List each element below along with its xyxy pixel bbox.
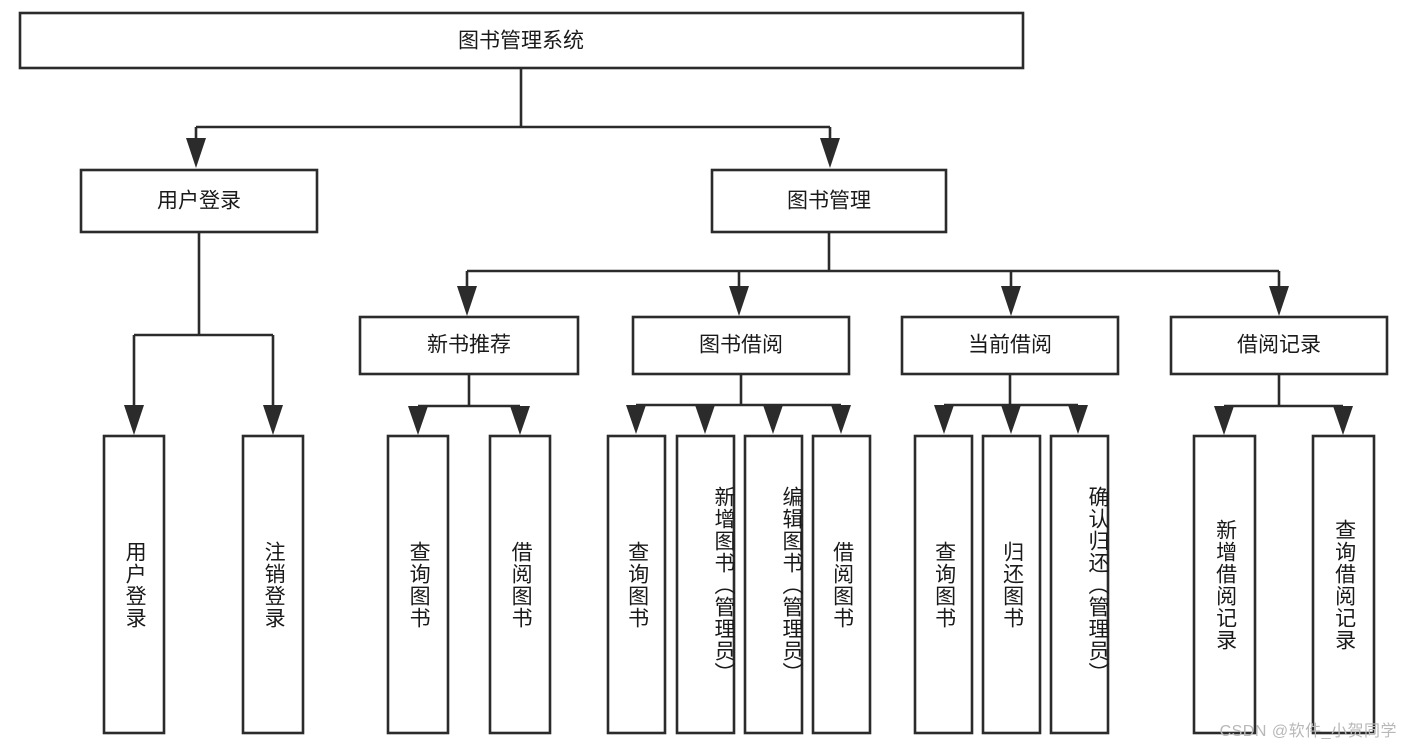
arrowhead-user-login <box>186 138 206 168</box>
node-new-book-recommend-label: 新书推荐 <box>427 334 511 357</box>
node-current-borrow-label: 当前借阅 <box>968 334 1052 357</box>
node-leaf-logout-box[interactable] <box>241 434 305 735</box>
arrowhead-leaf-add-record <box>1214 406 1234 435</box>
arrowhead-leaf-borrow-book-1 <box>510 406 530 435</box>
node-borrow-record-box[interactable] <box>1169 315 1389 376</box>
node-leaf-user-login-box[interactable] <box>102 434 166 735</box>
node-borrow-record-label: 借阅记录 <box>1237 334 1321 357</box>
arrowhead-leaf-query-record <box>1333 406 1353 435</box>
arrowhead-borrow-record <box>1269 286 1289 316</box>
arrowhead-leaf-query-book-2 <box>626 405 646 434</box>
arrowhead-leaf-borrow-book-2 <box>831 405 851 434</box>
node-leaf-edit-book-box[interactable] <box>743 434 804 735</box>
arrowhead-leaf-edit-book <box>763 405 783 434</box>
node-book-borrow-label: 图书借阅 <box>699 334 783 357</box>
node-new-book-recommend-box[interactable] <box>358 315 580 376</box>
node-leaf-add-record-box[interactable] <box>1192 434 1257 735</box>
node-leaf-query-book-1-box[interactable] <box>386 434 450 735</box>
arrowhead-leaf-add-book <box>695 405 715 434</box>
node-leaf-borrow-book-1-box[interactable] <box>488 434 552 735</box>
node-book-management-box[interactable] <box>710 168 948 234</box>
node-book-borrow-box[interactable] <box>631 315 851 376</box>
csdn-watermark: CSDN @软件_小贺同学 <box>1219 723 1397 740</box>
arrowhead-leaf-query-book-3 <box>934 405 954 434</box>
arrowhead-leaf-logout <box>263 405 283 435</box>
node-leaf-add-book-box[interactable] <box>675 434 736 735</box>
node-current-borrow-box[interactable] <box>900 315 1120 376</box>
node-root-label: 图书管理系统 <box>458 30 584 53</box>
node-root-box[interactable] <box>18 11 1025 70</box>
node-book-management-label: 图书管理 <box>787 190 871 213</box>
arrowhead-leaf-return-book <box>1001 405 1021 434</box>
node-user-login-label: 用户登录 <box>157 190 241 213</box>
arrowhead-leaf-confirm-return <box>1068 405 1088 434</box>
arrowhead-book-borrow <box>729 286 749 316</box>
arrowhead-leaf-query-book-1 <box>408 406 428 435</box>
arrowhead-current-borrow <box>1001 286 1021 316</box>
node-leaf-return-book-box[interactable] <box>981 434 1042 735</box>
arrowhead-book-management <box>820 138 840 168</box>
node-leaf-borrow-book-2-box[interactable] <box>811 434 872 735</box>
node-leaf-query-book-2-box[interactable] <box>606 434 667 735</box>
node-leaf-query-book-3-box[interactable] <box>913 434 974 735</box>
node-leaf-confirm-return-box[interactable] <box>1049 434 1110 735</box>
arrowhead-leaf-user-login <box>124 405 144 435</box>
arrowhead-new-book-recommend <box>457 286 477 316</box>
node-leaf-query-record-box[interactable] <box>1311 434 1376 735</box>
